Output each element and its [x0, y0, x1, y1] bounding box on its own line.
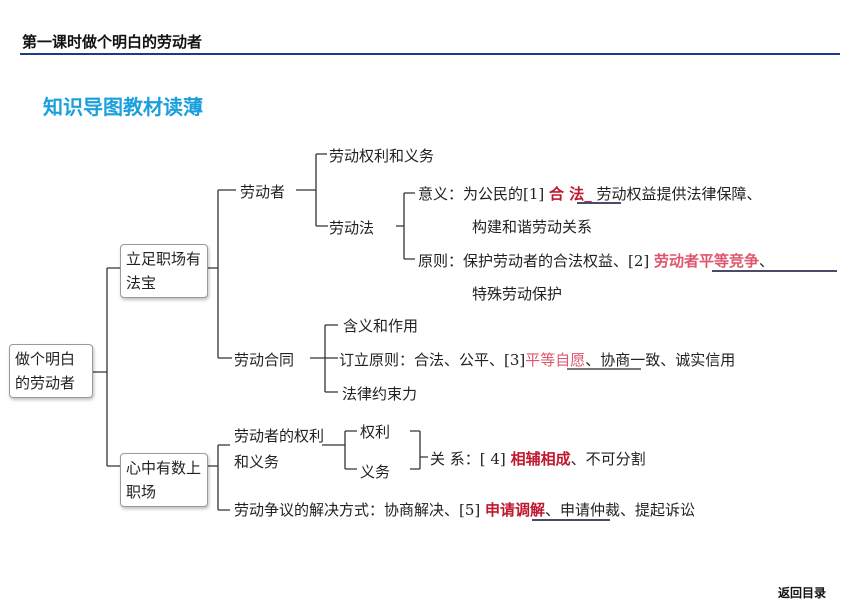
node-rights-duties: 劳动权利和义务	[329, 147, 435, 165]
answer-2: 劳动者平等竞争	[654, 252, 760, 270]
contract-principle: 订立原则：合法、公平、[3]平等自愿、协商一致、诚实信用	[339, 349, 735, 370]
node-rights: 权利	[360, 423, 391, 441]
law-meaning-text: 意义：为公民的[1]	[418, 185, 545, 203]
law-meaning-line2: 构建和谐劳动关系	[472, 218, 593, 236]
root-node: 做个明白的劳动者	[9, 344, 93, 398]
branch-node-1: 立足职场有法宝	[120, 244, 208, 298]
answer-5-underline	[532, 519, 610, 521]
law-principle-rest: 、	[759, 252, 775, 270]
node-labor-law: 劳动法	[329, 219, 375, 237]
branch-node-2: 心中有数上职场	[120, 453, 208, 507]
relation-rest: 、不可分割	[570, 450, 646, 468]
law-meaning: 意义：为公民的[1] 合 法_ 劳动权益提供法律保障、	[418, 183, 762, 204]
node-contract: 劳动合同	[234, 351, 295, 369]
back-to-contents-link[interactable]: 返回目录	[778, 586, 827, 600]
relation-text: 关 系：[ 4]	[430, 450, 506, 468]
law-principle: 原则：保护劳动者的合法权益、[2] 劳动者平等竞争、	[418, 250, 774, 271]
answer-3-underline	[567, 368, 641, 370]
dispute-resolution: 劳动争议的解决方式：协商解决、[5] 申请调解、申请仲裁、提起诉讼	[234, 499, 695, 520]
contract-meaning: 含义和作用	[343, 317, 419, 335]
answer-4: 相辅相成	[510, 450, 571, 468]
header-title: 第一课时做个明白的劳动者	[22, 33, 203, 51]
node-rights-and-duties: 劳动者的权利和义务	[234, 427, 325, 471]
answer-1-blank: _	[584, 185, 592, 203]
law-principle-text: 原则：保护劳动者的合法权益、[2]	[418, 252, 650, 270]
law-meaning-rest: 劳动权益提供法律保障、	[596, 185, 762, 203]
answer-1-underline	[577, 202, 621, 204]
answer-2-underline	[712, 270, 837, 272]
header-divider	[20, 53, 840, 55]
dispute-rest: 、申请仲裁、提起诉讼	[545, 501, 696, 519]
answer-5: 申请调解	[485, 501, 546, 519]
section-title: 知识导图教材读薄	[43, 95, 203, 119]
dispute-text: 劳动争议的解决方式：协商解决、[5]	[234, 501, 481, 519]
node-laborer: 劳动者	[240, 183, 286, 201]
contract-principle-text: 订立原则：合法、公平、[3]	[339, 351, 526, 369]
contract-liability: 法律约束力	[342, 385, 418, 403]
answer-3: 平等自愿	[525, 351, 586, 369]
node-duties: 义务	[360, 463, 391, 481]
contract-principle-rest: 、协商一致、诚实信用	[585, 351, 736, 369]
relation: 关 系：[ 4] 相辅相成、不可分割	[430, 448, 646, 469]
answer-1: 合 法	[549, 185, 585, 203]
law-principle-line2: 特殊劳动保护	[472, 285, 563, 303]
